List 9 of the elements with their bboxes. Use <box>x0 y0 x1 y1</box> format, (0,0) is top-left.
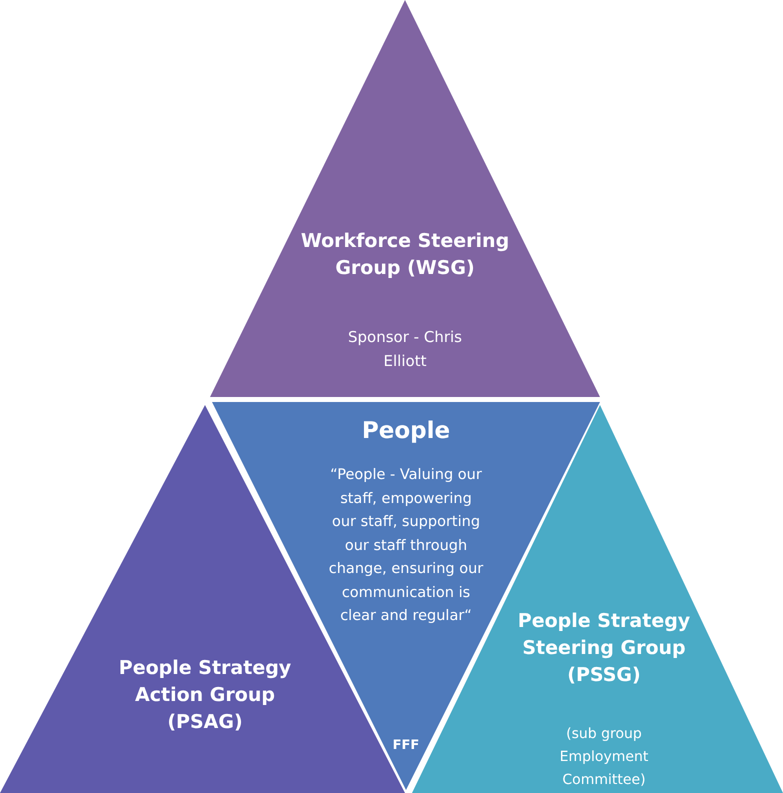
group-title: People Strategy Action Group (PSAG) <box>118 656 292 735</box>
triangle-panel <box>210 0 600 397</box>
description-text: “People - Valuing our staff, empowering our staff, supporting our staff through change, ensuring our communication is clear and regular“ <box>328 466 484 626</box>
description-text: Sponsor - Chris Elliott <box>347 327 463 372</box>
group-title: People Strategy Steering Group (PSSG) <box>516 609 692 688</box>
description-text: (sub group Employment Committee) <box>558 725 650 790</box>
group-title: Workforce Steering Group (WSG) <box>300 229 510 281</box>
group-title: People <box>360 417 452 446</box>
note-text: FFF <box>392 737 420 755</box>
